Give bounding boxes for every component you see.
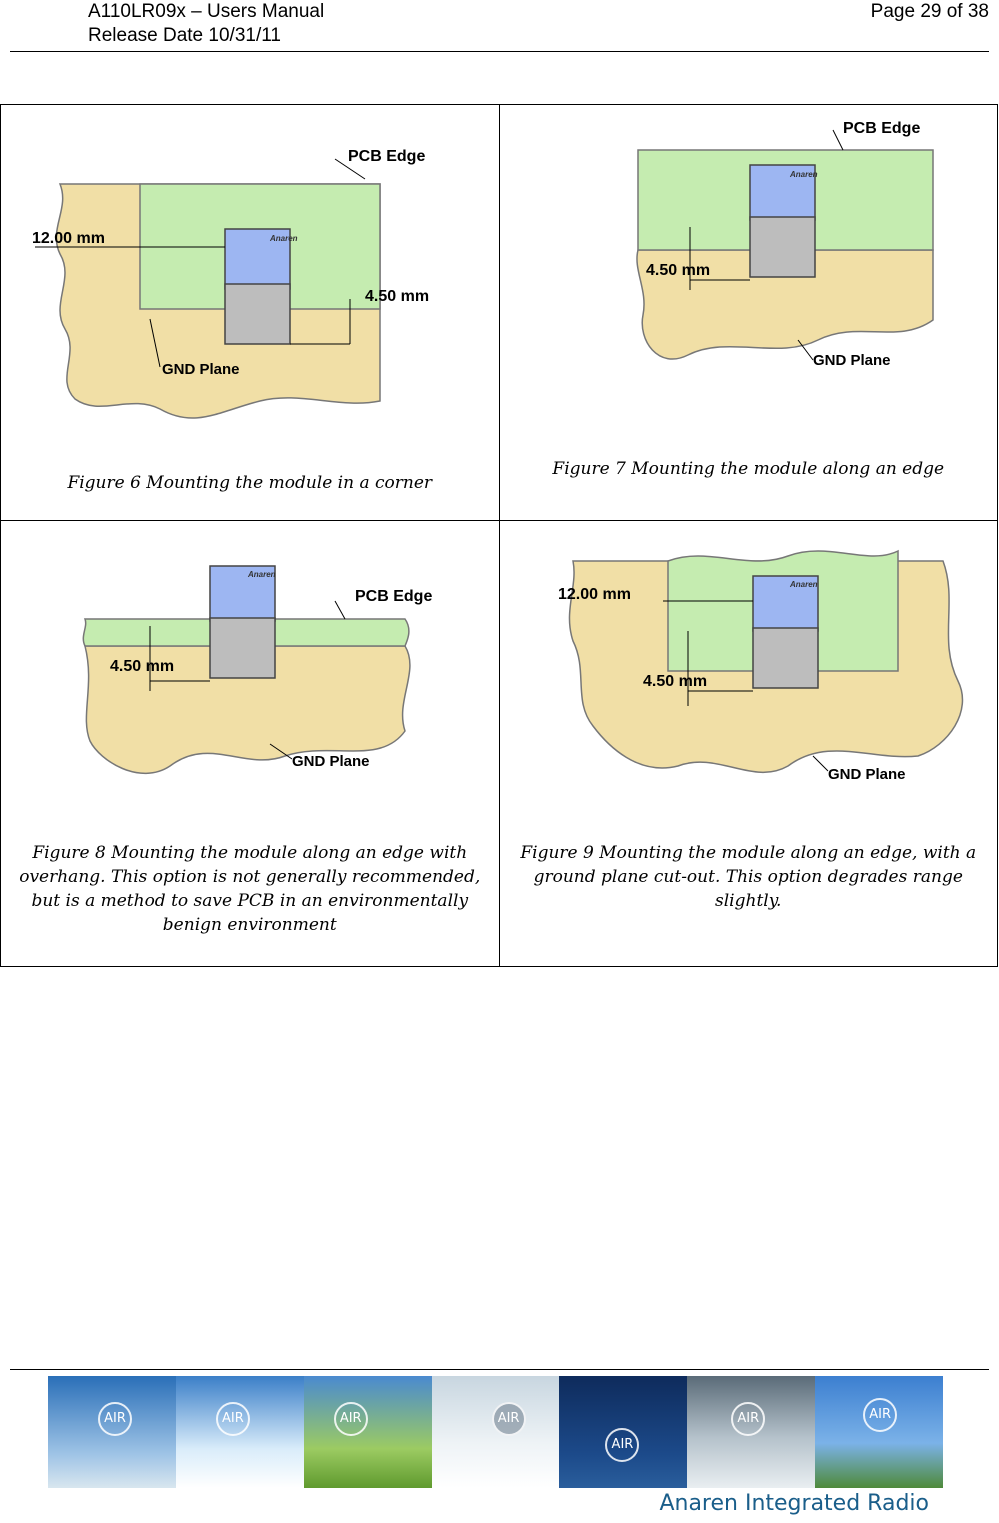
dimension-12mm-label: 12.00 mm: [558, 586, 631, 603]
anaren-logo: Anaren: [269, 234, 298, 243]
banner-panel-bike: AIR: [303, 1376, 432, 1488]
banner-panel-jump: AIR: [815, 1376, 944, 1488]
header-left: A110LR09x – Users Manual Release Date 10…: [88, 0, 324, 48]
dimension-4-5mm-label: 4.50 mm: [646, 262, 710, 279]
figure-7-diagram: Anaren PCB Edge 4.50 mm GND Plane: [500, 115, 998, 375]
brand-wordmark: Anaren Integrated Radio: [659, 1491, 929, 1516]
air-badge: AIR: [863, 1398, 898, 1432]
pcb-edge-label: PCB Edge: [348, 148, 425, 165]
gnd-plane-label: GND Plane: [292, 753, 370, 770]
air-badge: AIR: [333, 1402, 368, 1436]
anaren-logo: Anaren: [789, 580, 818, 589]
pcb-edge-label: PCB Edge: [843, 120, 920, 137]
figure-9-cell: Anaren 12.00 mm 4.50 mm GND Plane Figure…: [498, 520, 998, 967]
figure-8-caption: Figure 8 Mounting the module along an ed…: [19, 843, 481, 935]
figure-7-caption: Figure 7 Mounting the module along an ed…: [552, 459, 945, 479]
figure-7-cell: Anaren PCB Edge 4.50 mm GND Plane Figure…: [498, 104, 998, 521]
air-badge: AIR: [215, 1402, 250, 1436]
air-badge: AIR: [605, 1428, 640, 1462]
figure-9-caption: Figure 9 Mounting the module along an ed…: [520, 843, 977, 911]
figure-table: Anaren PCB Edge 12.00 mm 4.50 mm GND Pla…: [0, 104, 998, 967]
banner-panel-kayak: AIR: [687, 1376, 816, 1488]
figure-8-cell: Anaren PCB Edge 4.50 mm GND Plane Figure…: [0, 520, 500, 967]
page-number: Page 29 of 38: [870, 1, 989, 22]
figure-9-diagram: Anaren 12.00 mm 4.50 mm GND Plane: [500, 531, 998, 791]
figure-6-caption: Figure 6 Mounting the module in a corner: [67, 473, 433, 493]
figure-8-diagram: Anaren PCB Edge 4.50 mm GND Plane: [1, 561, 499, 791]
figure-6-cell: Anaren PCB Edge 12.00 mm 4.50 mm GND Pla…: [0, 104, 500, 521]
release-date: Release Date 10/31/11: [88, 25, 281, 46]
banner-panel-snowboard: AIR: [431, 1376, 560, 1488]
header-rule: [10, 51, 989, 52]
footer-banner: AIR AIR AIR AIR AIR AIR AIR: [48, 1376, 944, 1488]
air-badge: AIR: [98, 1402, 132, 1436]
air-badge: AIR: [731, 1402, 766, 1436]
anaren-logo: Anaren: [247, 570, 276, 579]
dimension-4-5mm-label: 4.50 mm: [110, 658, 174, 675]
anaren-logo: Anaren: [789, 170, 818, 179]
gnd-plane-label: GND Plane: [162, 361, 240, 378]
gnd-plane-label: GND Plane: [813, 352, 891, 369]
dimension-12mm-label: 12.00 mm: [32, 230, 105, 247]
figure-6-diagram: Anaren PCB Edge 12.00 mm 4.50 mm GND Pla…: [1, 129, 499, 419]
footer-rule: [10, 1369, 989, 1370]
document-title: A110LR09x – Users Manual: [88, 1, 325, 22]
air-badge: AIR: [491, 1402, 526, 1436]
gnd-plane-label: GND Plane: [828, 766, 906, 783]
banner-panel-ski: AIR: [175, 1376, 304, 1488]
dimension-4-5mm-label: 4.50 mm: [643, 673, 707, 690]
banner-panel-windsurf: AIR: [559, 1376, 688, 1488]
dimension-4-5mm-label: 4.50 mm: [365, 288, 429, 305]
pcb-edge-label: PCB Edge: [355, 588, 432, 605]
banner-panel-skateboard: AIR: [48, 1376, 176, 1488]
